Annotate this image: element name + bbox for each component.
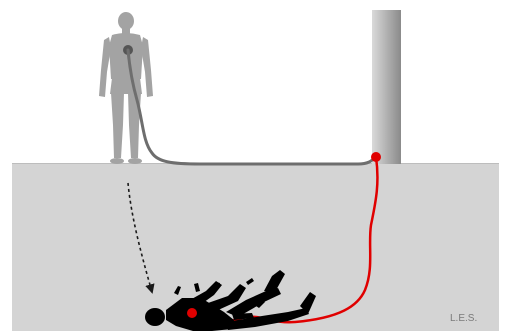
red-path-node-top — [371, 152, 381, 162]
red-path-node-bottom — [187, 308, 197, 318]
grey-current-path — [128, 50, 375, 164]
signature: L.E.S. — [450, 313, 477, 324]
pillar — [372, 10, 401, 164]
